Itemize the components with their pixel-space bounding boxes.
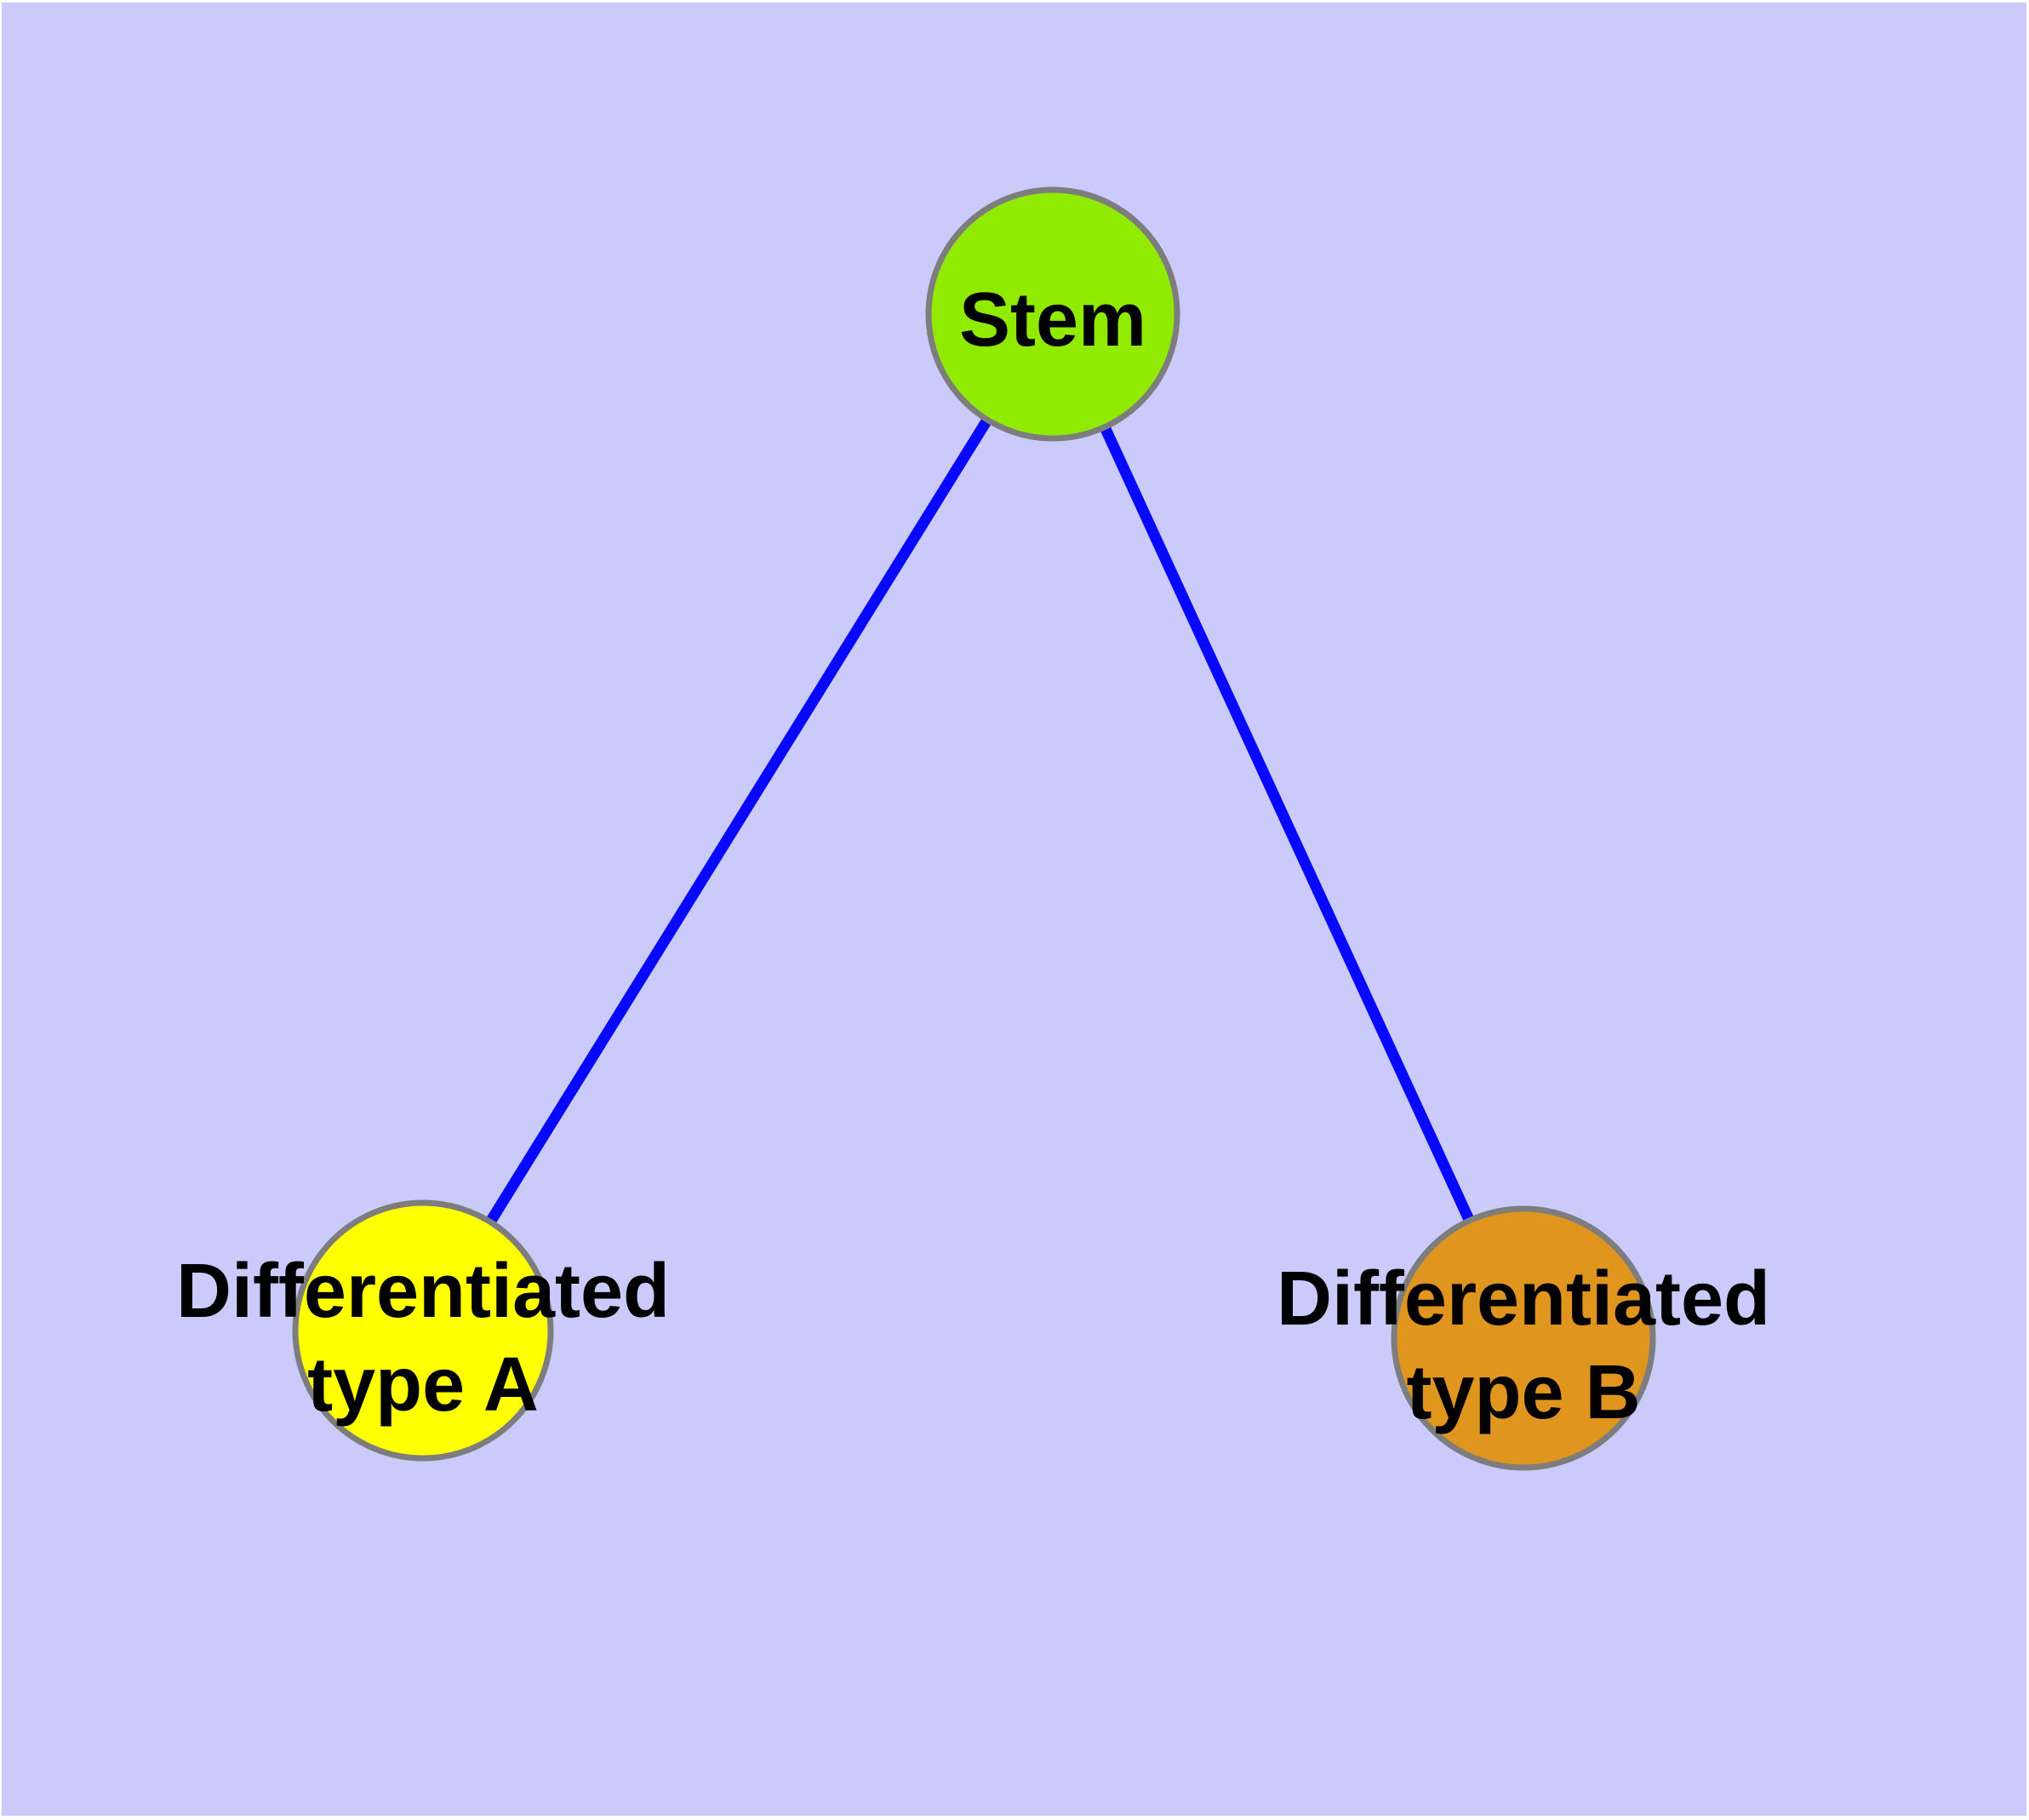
node-type-b-label-line1: Differentiated: [1277, 1256, 1770, 1342]
node-differentiated-type-b: [1391, 1205, 1656, 1471]
node-type-a-label-line1: Differentiated: [176, 1249, 670, 1334]
node-type-b-label-line2: type B: [1406, 1350, 1640, 1435]
node-differentiated-type-a: [292, 1199, 554, 1462]
node-stem-label: Stem: [959, 278, 1146, 363]
edge-stem-to-type-a: [418, 311, 1058, 1334]
node-stem: [925, 186, 1180, 442]
node-type-a-label-line2: type A: [307, 1342, 539, 1428]
edge-stem-to-type-b: [1048, 312, 1529, 1341]
